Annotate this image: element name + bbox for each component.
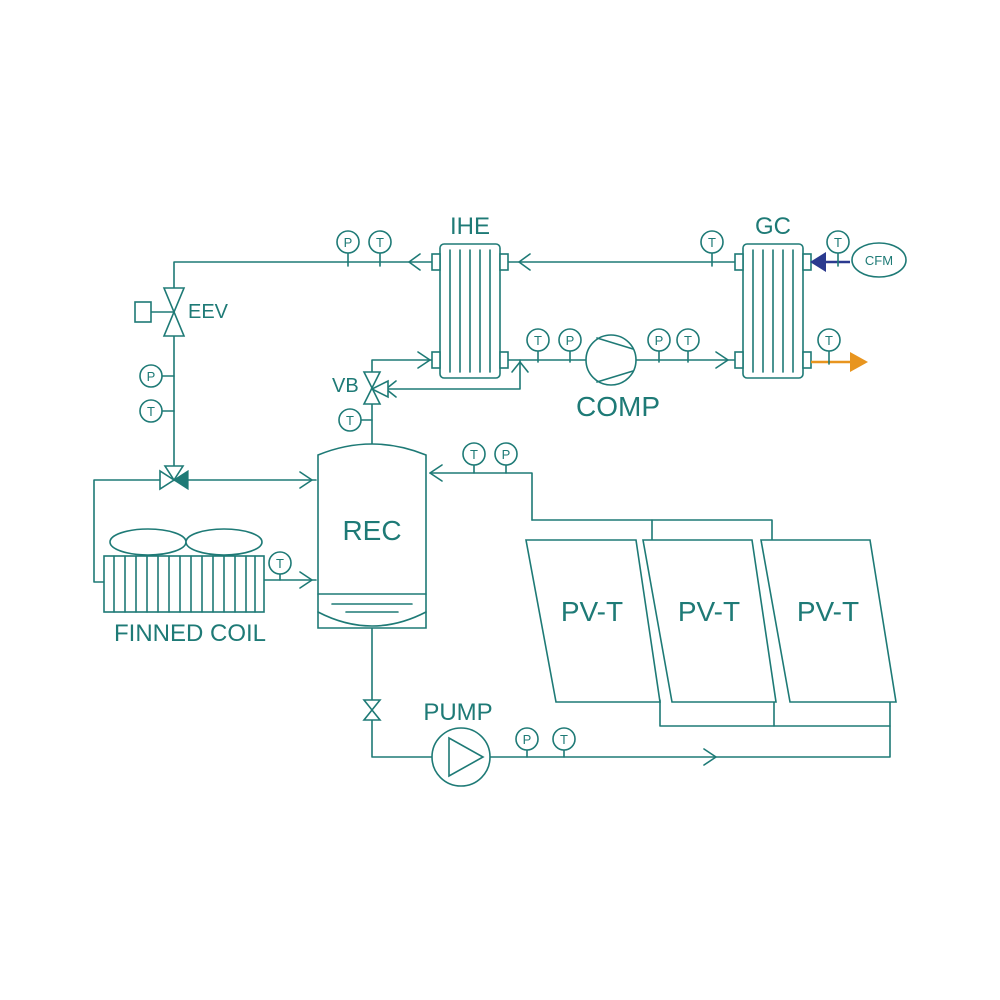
- pvt-label-1: PV-T: [561, 596, 623, 627]
- pressure-sensor-icon: P: [139, 364, 175, 388]
- pressure-sensor-icon: P: [647, 328, 671, 363]
- liquid-valve: [362, 699, 382, 721]
- rec-label: REC: [342, 515, 401, 546]
- pressure-sensor-icon: P: [494, 442, 518, 474]
- svg-text:T: T: [470, 447, 478, 462]
- temperature-sensor-icon: T: [817, 328, 841, 365]
- svg-text:P: P: [502, 447, 511, 462]
- pressure-sensor-icon: P: [558, 328, 582, 363]
- pump: PUMP: [423, 699, 493, 787]
- pressure-sensor-icon: P: [515, 727, 539, 758]
- vb-label: VB: [332, 375, 359, 397]
- svg-text:T: T: [147, 404, 155, 419]
- air-out-arrow-icon: [811, 352, 868, 372]
- piping: [93, 253, 891, 766]
- compressor: COMP: [576, 334, 660, 422]
- temperature-sensor-icon: T: [368, 230, 392, 267]
- temperature-sensor-icon: T: [462, 442, 486, 474]
- svg-text:T: T: [346, 413, 354, 428]
- temperature-sensor-icon: T: [139, 399, 175, 423]
- svg-text:T: T: [825, 333, 833, 348]
- svg-text:T: T: [560, 732, 568, 747]
- temperature-sensor-icon: T: [826, 230, 850, 267]
- svg-text:T: T: [834, 235, 842, 250]
- eev-valve: EEV: [134, 287, 229, 337]
- svg-text:T: T: [684, 333, 692, 348]
- air-in-arrow-icon: [810, 252, 850, 272]
- temperature-sensor-icon: T: [700, 230, 724, 267]
- svg-text:P: P: [523, 732, 532, 747]
- pressure-sensor-icon: P: [336, 230, 360, 267]
- cfm-fan: CFM: [851, 242, 907, 278]
- svg-text:P: P: [344, 235, 353, 250]
- finned-coil-label: FINNED COIL: [114, 620, 266, 647]
- ihe-label: IHE: [450, 213, 490, 240]
- pvt-label-3: PV-T: [797, 596, 859, 627]
- ihe-heat-exchanger: IHE: [431, 213, 509, 379]
- pvt-panel-3: PV-T: [760, 539, 897, 703]
- temperature-sensor-icon: T: [552, 727, 576, 758]
- cfm-label: CFM: [865, 253, 893, 268]
- svg-text:T: T: [276, 556, 284, 571]
- comp-label: COMP: [576, 391, 660, 422]
- pvt-panel-1: PV-T: [525, 539, 661, 703]
- svg-text:P: P: [566, 333, 575, 348]
- temperature-sensor-icon: T: [338, 408, 373, 432]
- gc-label: GC: [755, 213, 791, 240]
- vb-valve: VB: [332, 371, 389, 405]
- svg-text:P: P: [147, 369, 156, 384]
- receiver: REC: [317, 443, 427, 629]
- finned-coil: FINNED COIL: [103, 528, 266, 647]
- eev-label: EEV: [188, 301, 229, 323]
- svg-text:P: P: [655, 333, 664, 348]
- temperature-sensor-icon: T: [268, 551, 292, 581]
- svg-text:T: T: [708, 235, 716, 250]
- temperature-sensor-icon: T: [526, 328, 550, 363]
- svg-text:T: T: [376, 235, 384, 250]
- svg-text:T: T: [534, 333, 542, 348]
- temperature-sensor-icon: T: [676, 328, 700, 363]
- pvt-label-2: PV-T: [678, 596, 740, 627]
- pump-label: PUMP: [423, 699, 492, 726]
- pvt-panel-2: PV-T: [642, 539, 777, 703]
- three-way-valve: [159, 465, 189, 491]
- gas-cooler: GC: [734, 213, 812, 379]
